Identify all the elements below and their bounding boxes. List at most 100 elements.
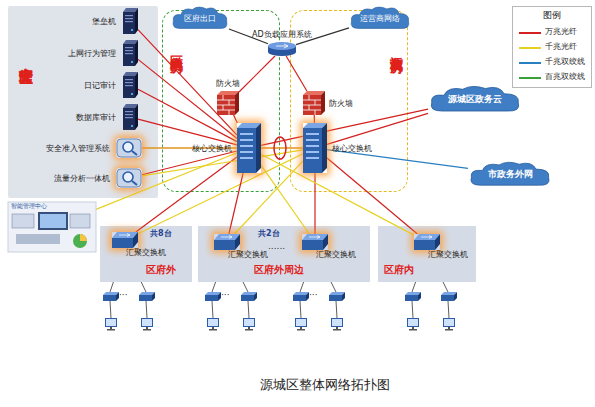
mgmt-backdrop — [8, 202, 96, 252]
server-slot — [125, 21, 133, 22]
core-slot — [306, 139, 319, 141]
switch-icon — [112, 232, 138, 248]
legend-title: 图例 — [543, 10, 561, 20]
pc-screen — [444, 319, 454, 326]
pc-screen — [408, 319, 418, 326]
pc-base — [445, 329, 453, 331]
switch-group: 共8台区府外汇聚交换机 — [100, 226, 192, 282]
server-slot — [125, 50, 133, 51]
legend-text: 千兆双绞线 — [545, 57, 585, 66]
access-switch — [329, 295, 342, 301]
access-switch — [241, 295, 254, 301]
ring-shape — [274, 137, 286, 159]
firewall-device: 防火墙 — [217, 91, 239, 115]
server-slot — [125, 82, 133, 83]
server-slot — [125, 111, 133, 112]
cloud-node: 区府出口 — [171, 5, 229, 31]
pc-wire — [110, 301, 111, 318]
node-label: 区府外周边 — [254, 264, 304, 276]
probe-device: 安全准入管理系统 — [116, 138, 142, 158]
mgmt-screen — [12, 214, 34, 228]
server-side — [135, 72, 138, 98]
core-front — [303, 128, 322, 173]
core-slot — [240, 145, 253, 147]
cloud-outline — [431, 86, 518, 111]
link-line — [239, 56, 275, 92]
node-label: 核心交换机 — [332, 144, 372, 153]
cloud-node: 源城区政务云 — [428, 84, 522, 114]
switch-arrows — [119, 234, 130, 237]
access-switch — [405, 295, 418, 301]
security-zone: 安全管理区堡垒机上网行为管理日记审计数据库审计安全准入管理系统流量分析一体机 — [8, 6, 158, 198]
node-label: 汇聚交换机 — [316, 250, 356, 259]
switch-group: 共2台区府外周边汇聚交换机汇聚交换机 — [198, 226, 370, 282]
node-label: 数据库审计 — [76, 113, 116, 122]
server-icon — [122, 104, 138, 130]
server-icon — [122, 72, 138, 98]
legend-swatch — [519, 32, 541, 34]
ellipsis-label: ··· — [119, 290, 128, 300]
core-slot — [240, 157, 253, 159]
server-side — [135, 8, 138, 34]
node-label: 区府出口 — [184, 14, 216, 23]
legend-box: 图例万兆光纤千兆光纤千兆双绞线百兆双绞线 — [512, 6, 592, 88]
caption: 源城区整体网络拓扑图 — [260, 378, 390, 393]
probe-handle — [132, 181, 137, 185]
legend-text: 百兆双绞线 — [545, 72, 585, 81]
pc-stand — [300, 327, 302, 329]
server-slot — [125, 53, 133, 54]
node-label: 安全管理区 — [18, 56, 34, 61]
link-line — [314, 173, 315, 234]
probe-lens — [123, 172, 133, 182]
router-arrows — [276, 44, 288, 48]
pc-stand — [336, 327, 338, 329]
link-line — [261, 109, 428, 145]
access-switch — [441, 295, 454, 301]
core-slot — [240, 133, 253, 135]
server-device: 日记审计 — [122, 72, 138, 98]
management-center: 智能管理中心 — [8, 202, 96, 252]
access-switch-side — [342, 292, 345, 301]
core-switch: 核心交换机 — [237, 123, 261, 173]
cloud-outline — [173, 7, 227, 28]
aggregation-switch: 汇聚交换机 — [302, 234, 328, 250]
pc-wire — [146, 301, 147, 318]
node-label: 防火墙 — [329, 99, 353, 108]
mgmt-screen — [70, 214, 90, 228]
node-label: 流量分析一体机 — [54, 174, 110, 183]
router-device: AD负载应用系统 — [268, 42, 296, 56]
pc-monitor — [443, 318, 455, 327]
node-label: 防火墙 — [216, 79, 240, 88]
probe-device: 流量分析一体机 — [116, 168, 142, 188]
server-led — [131, 29, 133, 31]
server-front — [123, 76, 135, 98]
legend-swatch — [519, 47, 541, 49]
access-switch — [139, 295, 152, 301]
server-front — [123, 12, 135, 34]
link-line — [142, 150, 303, 176]
pc-screen — [296, 319, 306, 326]
pc-base — [245, 329, 253, 331]
pc-base — [297, 329, 305, 331]
pc-wire — [448, 301, 449, 318]
pc-monitor — [207, 318, 219, 327]
cloud-node: 市政务外网 — [468, 160, 552, 188]
server-slot — [125, 117, 133, 118]
switch-arrows — [309, 236, 320, 239]
mgmt-pie-slice — [80, 234, 87, 241]
node-label: 运营商机房 — [389, 45, 404, 50]
firewall-icon — [303, 91, 325, 115]
access-switch-side — [418, 292, 421, 301]
legend-text: 万兆光纤 — [545, 27, 577, 36]
pc-wire — [412, 301, 413, 318]
link-line — [261, 147, 303, 148]
switch-icon — [214, 234, 240, 250]
switch-front — [414, 240, 435, 250]
node-label: 核心交换机 — [192, 144, 232, 153]
firewall-bricks — [303, 95, 321, 115]
pc-screen — [208, 319, 218, 326]
legend-swatch — [519, 77, 541, 79]
core-slot — [306, 157, 319, 159]
probe-body — [117, 139, 141, 157]
server-slot — [125, 15, 133, 16]
